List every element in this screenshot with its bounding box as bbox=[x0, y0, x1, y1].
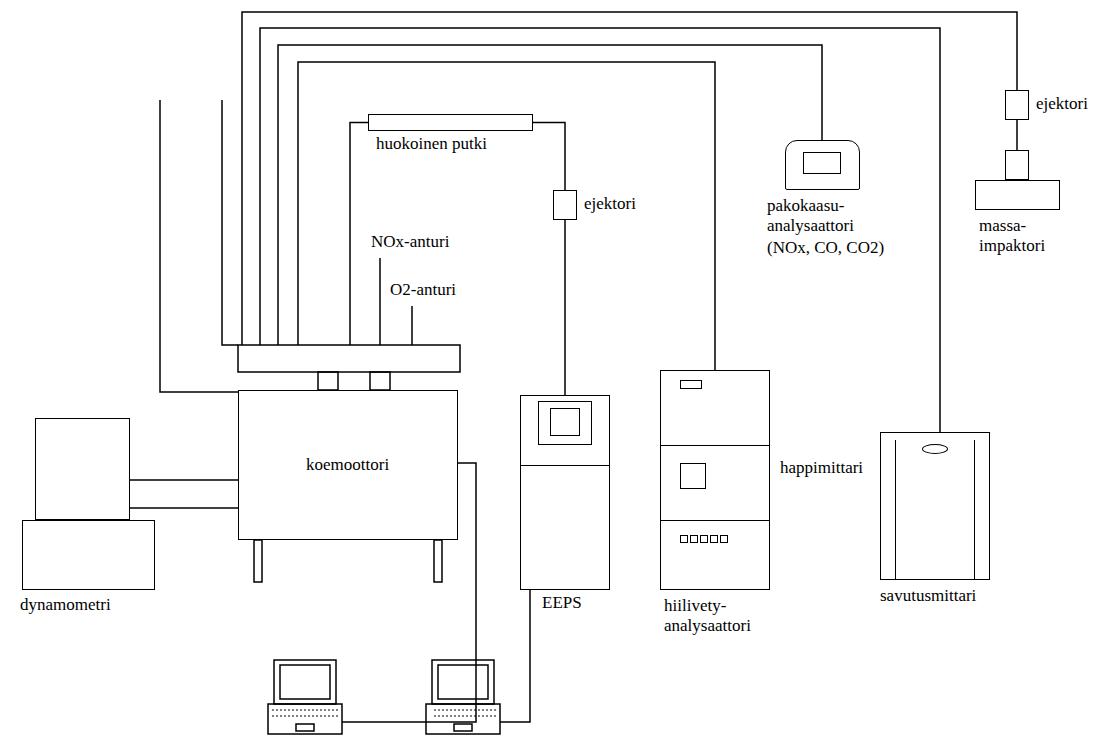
shape-outline bbox=[785, 140, 860, 190]
shape-detail bbox=[700, 535, 708, 543]
manifold-stub bbox=[318, 372, 338, 390]
exhaust-manifold bbox=[238, 345, 460, 372]
data-cable bbox=[500, 590, 530, 722]
mass-impactor: massa- impaktori bbox=[975, 150, 1060, 210]
shape-detail bbox=[895, 440, 975, 580]
laptop bbox=[426, 660, 500, 734]
engine-leg bbox=[254, 540, 262, 582]
sample-line bbox=[260, 28, 940, 432]
manifold-stub bbox=[370, 372, 390, 390]
eeps-instrument: EEPS bbox=[520, 395, 610, 590]
sensor-probe bbox=[379, 258, 381, 345]
shape-detail bbox=[660, 520, 770, 521]
shape-detail bbox=[520, 465, 610, 466]
sample-line bbox=[350, 123, 368, 346]
keyboard-keys bbox=[272, 710, 496, 716]
sensor-label: NOx-anturi bbox=[371, 232, 449, 252]
node-label: pakokaasu- analysaattori bbox=[767, 196, 879, 236]
node-label: happimittari bbox=[780, 458, 863, 478]
sensor-probe bbox=[411, 306, 413, 345]
connector-line bbox=[1016, 120, 1018, 150]
connector-line bbox=[130, 479, 238, 481]
node-label: massa- impaktori bbox=[979, 216, 1059, 256]
node-label: EEPS bbox=[542, 593, 582, 613]
connector bbox=[533, 123, 565, 191]
dynamometer: dynamometri bbox=[22, 418, 155, 590]
ejector: ejektori bbox=[553, 190, 577, 220]
porous-tube: huokoinen putki bbox=[368, 114, 533, 131]
connector bbox=[130, 480, 238, 508]
shape-detail bbox=[22, 520, 155, 590]
shape-detail bbox=[550, 408, 580, 436]
test-engine: koemoottori bbox=[238, 390, 458, 540]
exhaust-analyzer: pakokaasu- analysaattori(NOx, CO, CO2) bbox=[785, 140, 860, 190]
shape-detail bbox=[660, 445, 770, 446]
node-label: dynamometri bbox=[20, 595, 111, 615]
shape-outline bbox=[1005, 90, 1029, 120]
shape-detail bbox=[975, 180, 1060, 210]
connector-line bbox=[533, 123, 565, 191]
shape-detail bbox=[720, 535, 728, 543]
shape-outline bbox=[880, 432, 990, 580]
sensor-label: O2-anturi bbox=[390, 280, 456, 300]
ejector: ejektori bbox=[1005, 90, 1029, 120]
shape-detail bbox=[922, 444, 948, 454]
exhaust-pipe-wall bbox=[222, 100, 238, 345]
sample-line bbox=[298, 62, 715, 370]
shape-detail bbox=[680, 535, 688, 543]
node-label: (NOx, CO, CO2) bbox=[767, 238, 884, 258]
sample-line bbox=[278, 45, 822, 345]
laptop bbox=[268, 660, 342, 734]
shape-detail bbox=[690, 535, 698, 543]
smoke-meter: savutusmittari bbox=[880, 432, 990, 580]
node-label: huokoinen putki bbox=[376, 134, 487, 154]
node-label: savutusmittari bbox=[880, 586, 976, 606]
shape-outline bbox=[660, 370, 770, 590]
node-label: hiilivety- analysaattori bbox=[664, 596, 774, 636]
connector bbox=[1017, 120, 1018, 150]
shape-outline bbox=[1005, 150, 1029, 180]
connector-line bbox=[564, 220, 566, 395]
shape-outline bbox=[368, 114, 533, 131]
shape-outline bbox=[35, 418, 130, 520]
node-label: ejektori bbox=[584, 194, 636, 214]
shape-detail bbox=[680, 380, 702, 389]
engine-leg bbox=[434, 540, 442, 582]
shape-detail bbox=[803, 152, 841, 174]
connector-line bbox=[130, 507, 238, 509]
connector bbox=[565, 220, 566, 395]
shape-detail bbox=[710, 535, 718, 543]
exhaust-pipe-wall bbox=[160, 100, 238, 392]
shape-detail bbox=[680, 463, 706, 489]
node-label: koemoottori bbox=[306, 455, 389, 475]
analyzer-rack: happimittarihiilivety- analysaattori bbox=[660, 370, 770, 590]
shape-outline bbox=[553, 190, 577, 220]
node-label: ejektori bbox=[1036, 94, 1088, 114]
shape-outline bbox=[520, 395, 610, 590]
